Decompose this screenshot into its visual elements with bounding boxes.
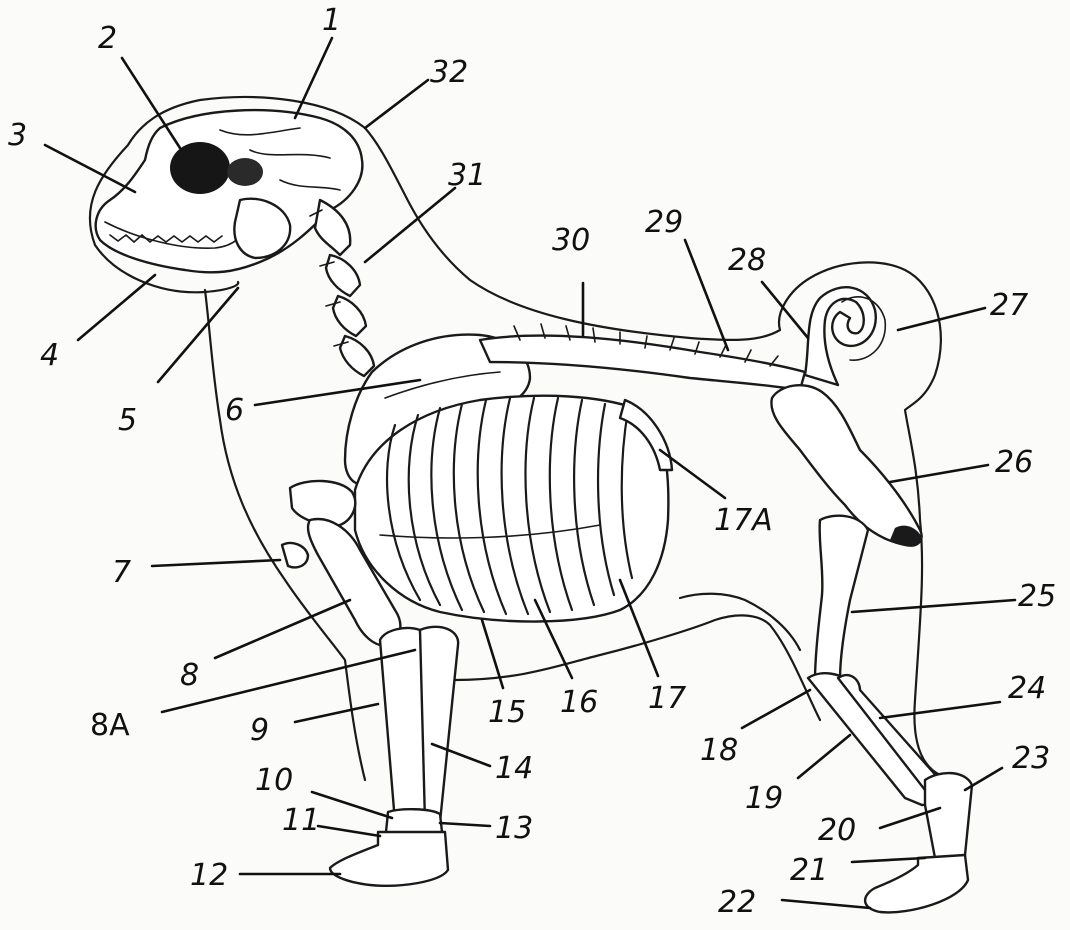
label-18: 18 — [700, 733, 738, 768]
label-17A: 17A — [714, 503, 773, 538]
label-23: 23 — [1012, 741, 1050, 776]
label-3: 3 — [8, 118, 27, 153]
label-13: 13 — [495, 811, 533, 846]
label-1: 1 — [322, 3, 341, 38]
label-5: 5 — [118, 403, 137, 438]
label-27: 27 — [990, 288, 1028, 323]
label-25: 25 — [1018, 579, 1056, 614]
leader-4 — [78, 275, 155, 340]
leader-2 — [122, 58, 180, 148]
tail — [805, 287, 885, 385]
label-29: 29 — [645, 205, 683, 240]
leader-27 — [898, 308, 985, 330]
label-17: 17 — [648, 681, 686, 716]
leader-18 — [742, 690, 810, 728]
label-11: 11 — [282, 803, 320, 838]
label-19: 19 — [745, 781, 783, 816]
leader-26 — [890, 465, 988, 482]
leader-9 — [295, 704, 378, 722]
leader-32 — [365, 80, 428, 128]
label-6: 6 — [225, 393, 244, 428]
label-8: 8 — [180, 658, 199, 693]
label-26: 26 — [995, 445, 1033, 480]
label-28: 28 — [728, 243, 766, 278]
leader-5 — [158, 288, 238, 382]
leader-22 — [782, 900, 870, 908]
leader-21 — [852, 858, 925, 862]
label-12: 12 — [190, 858, 228, 893]
label-24: 24 — [1008, 671, 1046, 706]
label-9: 9 — [250, 713, 269, 748]
leader-19 — [798, 735, 850, 778]
label-14: 14 — [495, 751, 533, 786]
label-7: 7 — [112, 555, 131, 590]
label-32: 32 — [430, 55, 468, 90]
cervical-vertebrae — [310, 200, 374, 376]
rib-cage — [355, 396, 672, 622]
label-16: 16 — [560, 685, 598, 720]
leader-11 — [318, 826, 380, 836]
label-2: 2 — [98, 21, 117, 56]
leader-13 — [440, 823, 490, 826]
leader-25 — [852, 600, 1015, 612]
leader-1 — [295, 38, 332, 118]
label-31: 31 — [448, 158, 486, 193]
leader-17A — [660, 450, 725, 498]
label-15: 15 — [488, 695, 526, 730]
label-30: 30 — [552, 223, 590, 258]
leader-8 — [215, 600, 350, 658]
leader-23 — [965, 768, 1002, 790]
label-10: 10 — [255, 763, 293, 798]
leader-29 — [685, 240, 728, 350]
label-20: 20 — [818, 813, 856, 848]
label-21: 21 — [790, 853, 828, 888]
leader-24 — [880, 702, 1000, 718]
leader-10 — [312, 792, 392, 818]
leader-7 — [152, 560, 280, 566]
leader-8A — [162, 650, 415, 712]
zygomatic-shadow — [227, 158, 263, 186]
label-4: 4 — [40, 338, 59, 373]
leader-28 — [762, 282, 808, 338]
eye-orbit — [170, 142, 230, 194]
label-8A: 8A — [90, 708, 130, 743]
label-22: 22 — [718, 885, 756, 920]
hind-leg — [771, 385, 972, 912]
